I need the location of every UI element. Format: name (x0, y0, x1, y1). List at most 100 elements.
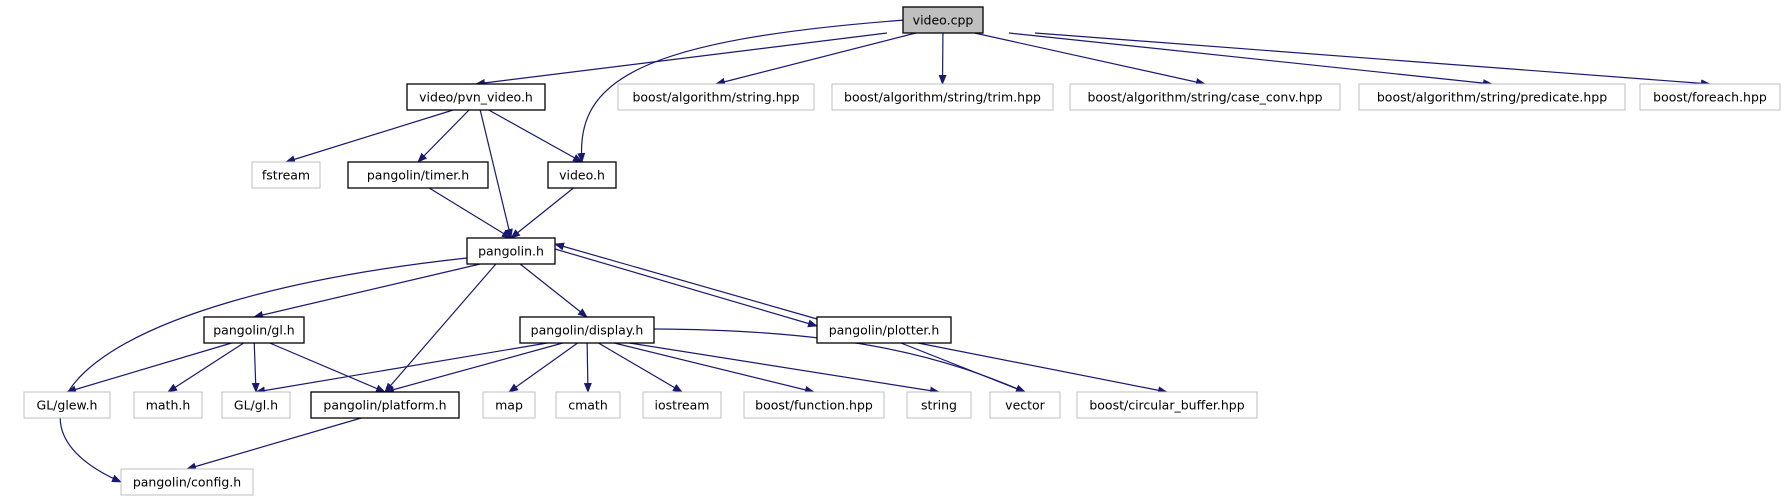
node-label: pangolin/timer.h (367, 168, 469, 183)
edge-display_h-to-map (508, 342, 578, 393)
edge-pangolin_h-to-platform_h (384, 263, 497, 393)
node-box (23, 391, 111, 419)
node-iostream: iostream (642, 391, 722, 419)
node-string: string (906, 391, 972, 419)
node-label: pangolin/platform.h (323, 398, 446, 413)
node-timer-h[interactable]: pangolin/timer.h (347, 161, 489, 189)
node-box (617, 83, 815, 111)
node-vector: vector (989, 391, 1061, 419)
node-boost-function: boost/function.hpp (743, 391, 885, 419)
node-box (547, 161, 617, 189)
edge-gl_h_pangolin-to-gl_gl_h (251, 342, 260, 393)
node-box (482, 391, 536, 419)
node-box (1069, 83, 1341, 111)
node-box (1639, 83, 1781, 111)
node-label: pangolin.h (478, 244, 544, 259)
node-box (555, 391, 621, 419)
node-box (310, 391, 460, 419)
edge-pangolin_h-to-config_h (59, 257, 468, 483)
node-config-h: pangolin/config.h (120, 468, 254, 496)
node-gl-h-pangolin[interactable]: pangolin/gl.h (203, 316, 305, 344)
node-boost-predicate: boost/algorithm/string/predicate.hpp (1358, 83, 1626, 111)
edge-display_h-to-boost_function (614, 342, 815, 394)
nodes-layer: video.cpp video/pvn_video.h boost/algorith… (23, 6, 1781, 496)
edge-display_h-to-string (629, 342, 940, 395)
edge-pangolin_h-to-display_h (519, 263, 588, 318)
node-label: GL/gl.h (234, 398, 278, 413)
node-boost-case-conv: boost/algorithm/string/case_conv.hpp (1069, 83, 1341, 111)
node-cmath: cmath (555, 391, 621, 419)
edge-plotter_h-to-vector (900, 342, 1026, 393)
node-box (251, 161, 321, 189)
node-box (406, 83, 546, 111)
edge-video_cpp-to-video_h (577, 19, 906, 163)
edge-video_h-to-pangolin_h (510, 187, 574, 239)
node-circular-buffer: boost/circular_buffer.hpp (1076, 391, 1258, 419)
edge-pvn_video_h-to-pangolin_h (479, 109, 513, 239)
edge-video_cpp-to-boost_foreach (1034, 32, 1711, 88)
node-platform-h[interactable]: pangolin/platform.h (310, 391, 460, 419)
edge-platform_h-to-config_h (186, 417, 362, 471)
node-box (133, 391, 203, 419)
edge-pvn_video_h-to-fstream (285, 109, 454, 164)
node-pangolin-h[interactable]: pangolin.h (466, 237, 556, 265)
node-gl-gl-h: GL/gl.h (221, 391, 291, 419)
node-label: cmath (568, 398, 608, 413)
node-label: iostream (655, 398, 710, 413)
edge-plotter_h-to-circular_buffer (917, 342, 1168, 395)
node-box (203, 316, 305, 344)
node-display-h[interactable]: pangolin/display.h (519, 316, 655, 344)
edge-video_cpp-to-boost_predicate (1008, 32, 1493, 88)
node-label: boost/foreach.hpp (1653, 90, 1767, 105)
node-label: pangolin/gl.h (213, 323, 294, 338)
node-label: math.h (146, 398, 191, 413)
node-box (642, 391, 722, 419)
edge-video_cpp-to-boost_case_conv (974, 32, 1206, 86)
edge-video_cpp-to-pvn_video_h (475, 32, 888, 87)
node-box (120, 468, 254, 496)
node-box (743, 391, 885, 419)
node-label: GL/glew.h (37, 398, 98, 413)
edge-pangolin_h-to-gl_h_pangolin (253, 263, 481, 319)
node-video-h[interactable]: video.h (547, 161, 617, 189)
node-label: pangolin/display.h (531, 323, 644, 338)
node-box (902, 6, 984, 34)
edge-display_h-to-iostream (598, 342, 683, 393)
edge-gl_h_pangolin-to-math_h (167, 342, 245, 393)
edge-plotter_h-to-pangolin_h (554, 242, 818, 320)
node-map: map (482, 391, 536, 419)
edge-display_h-to-gl_gl_h (255, 342, 548, 395)
node-box (1076, 391, 1258, 419)
edge-gl_h_pangolin-to-glew_h (66, 342, 232, 394)
edge-display_h-to-cmath (583, 342, 592, 393)
node-plotter-h[interactable]: pangolin/plotter.h (816, 316, 952, 344)
node-box (831, 83, 1054, 111)
node-label: pangolin/config.h (133, 475, 241, 490)
node-label: boost/circular_buffer.hpp (1089, 398, 1244, 413)
node-label: video/pvn_video.h (419, 90, 533, 105)
node-label: pangolin/plotter.h (829, 323, 940, 338)
edge-pvn_video_h-to-timer_h (417, 109, 470, 163)
node-video-cpp[interactable]: video.cpp (902, 6, 984, 34)
edge-timer_h-to-pangolin_h (428, 187, 512, 239)
edge-pvn_video_h-to-video_h (488, 109, 583, 163)
node-glew-h: GL/glew.h (23, 391, 111, 419)
node-pvn-video-h[interactable]: video/pvn_video.h (406, 83, 546, 111)
node-label: boost/algorithm/string/case_conv.hpp (1087, 90, 1322, 105)
node-box (347, 161, 489, 189)
node-label: vector (1005, 398, 1046, 413)
node-fstream: fstream (251, 161, 321, 189)
node-label: boost/algorithm/string/trim.hpp (844, 90, 1041, 105)
node-box (466, 237, 556, 265)
node-label: string (921, 398, 957, 413)
node-label: boost/function.hpp (755, 398, 873, 413)
edge-pangolin_h-to-plotter_h (554, 248, 818, 328)
node-box (1358, 83, 1626, 111)
node-box (519, 316, 655, 344)
node-box (906, 391, 972, 419)
node-label: fstream (262, 168, 310, 183)
node-label: video.cpp (913, 13, 974, 28)
node-boost-string: boost/algorithm/string.hpp (617, 83, 815, 111)
node-boost-trim: boost/algorithm/string/trim.hpp (831, 83, 1054, 111)
